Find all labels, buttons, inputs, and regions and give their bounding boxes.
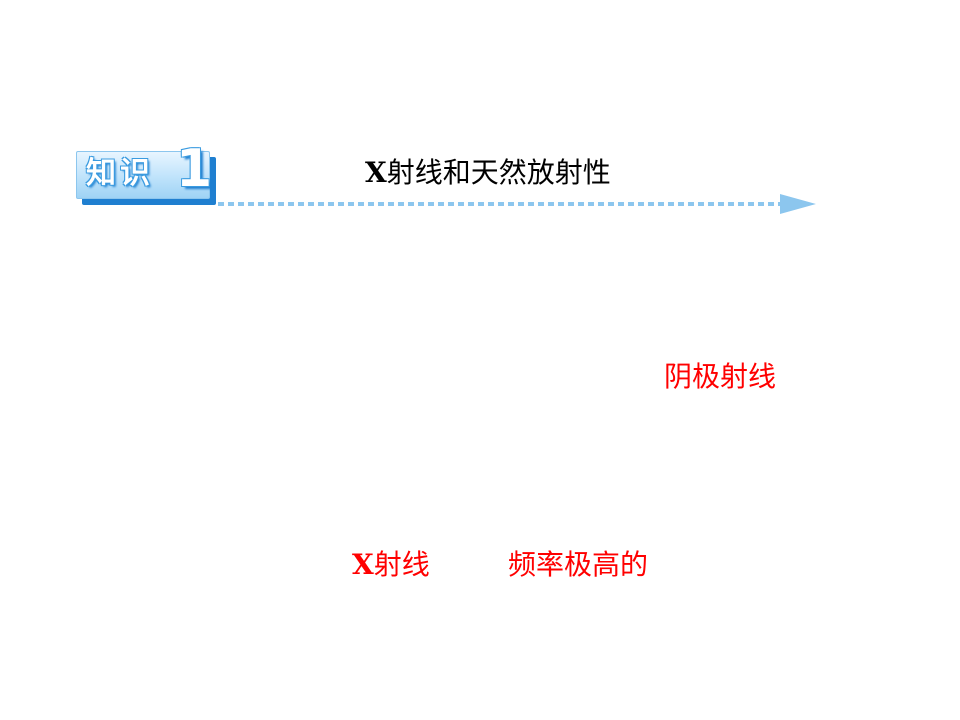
badge-label: 知识	[86, 156, 154, 191]
answer-xray-letter: X	[352, 548, 374, 581]
title-x-letter: X	[365, 156, 387, 189]
answer-high-frequency: 频率极高的	[508, 548, 649, 581]
answer-xray-text: 射线	[373, 548, 430, 581]
section-badge: 知识 1	[76, 143, 218, 209]
answer-xray: X射线	[352, 548, 430, 582]
dashed-arrow-icon	[218, 194, 816, 214]
section-title: X射线和天然放射性	[365, 156, 611, 190]
badge-number: 1	[176, 139, 213, 199]
answer-cathode-rays: 阴极射线	[664, 360, 777, 393]
badge-box	[76, 151, 210, 199]
title-text: 射线和天然放射性	[386, 156, 611, 189]
